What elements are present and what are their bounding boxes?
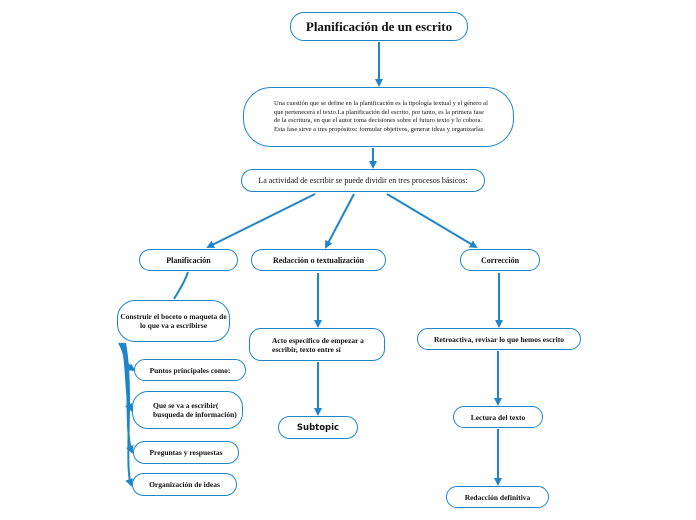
retroactiva-node[interactable]: Retroactiva, revisar lo que hemos escrit… (417, 328, 581, 350)
organizacion-node[interactable]: Organización de ideas (132, 473, 237, 496)
redaccion-definitiva-node-label: Redacción definitiva (464, 492, 531, 502)
redaccion-node[interactable]: Redacción o textualización (251, 249, 386, 271)
redaccion-definitiva-node[interactable]: Redacción definitiva (446, 486, 549, 508)
lectura-node-label: Lectura del texto (470, 412, 526, 422)
puntos-node-label: Puntos principales como: (149, 365, 231, 375)
arrow-processes-to-redaccion (325, 193, 355, 249)
que-se-va-node[interactable]: Que se va a escribir( busqueda de inform… (132, 391, 243, 429)
bracket-to-preguntas (122, 342, 134, 454)
que-se-va-node-label: Que se va a escribir( busqueda de inform… (153, 401, 237, 419)
bracket-to-organizacion (124, 342, 133, 487)
subtopic-node[interactable]: Subtopic (278, 416, 358, 439)
planificacion-node[interactable]: Planificación (139, 249, 238, 271)
boceto-node[interactable]: Construir el boceto o maqueta de lo que … (117, 300, 230, 342)
planificacion-node-label: Planificación (166, 255, 211, 265)
lectura-node[interactable]: Lectura del texto (453, 406, 543, 428)
definition-node-label: Una cuestión que se define en la planifi… (274, 100, 488, 133)
arrow-processes-to-planificacion (206, 193, 316, 248)
correccion-node-label: Corrección (480, 255, 520, 265)
retroactiva-node-label: Retroactiva, revisar lo que hemos escrit… (434, 334, 564, 344)
subtopic-node-label: Subtopic (296, 422, 340, 433)
arrow-processes-to-correccion (386, 193, 478, 249)
correccion-node[interactable]: Corrección (460, 249, 540, 271)
puntos-node[interactable]: Puntos principales como: (134, 359, 246, 381)
definition-node[interactable]: Una cuestión que se define en la planifi… (243, 87, 514, 147)
redaccion-node-label: Redacción o textualización (272, 255, 365, 265)
title-node-label: Planificación de un escrito (305, 18, 453, 34)
processes-node-label: La actividad de escribir se puede dividi… (258, 176, 468, 185)
boceto-node-label: Construir el boceto o maqueta de lo que … (120, 312, 227, 330)
acto-node-label: Acto específico de empezar a escribir, t… (272, 335, 364, 354)
preguntas-node-label: Preguntas y respuestas (149, 448, 223, 457)
line-planificacion-to-boceto (173, 271, 189, 300)
organizacion-node-label: Organización de ideas (149, 480, 220, 489)
processes-node[interactable]: La actividad de escribir se puede dividi… (241, 169, 485, 192)
title-node[interactable]: Planificación de un escrito (290, 12, 468, 41)
acto-node[interactable]: Acto específico de empezar a escribir, t… (249, 328, 385, 361)
preguntas-node[interactable]: Preguntas y respuestas (133, 441, 239, 464)
